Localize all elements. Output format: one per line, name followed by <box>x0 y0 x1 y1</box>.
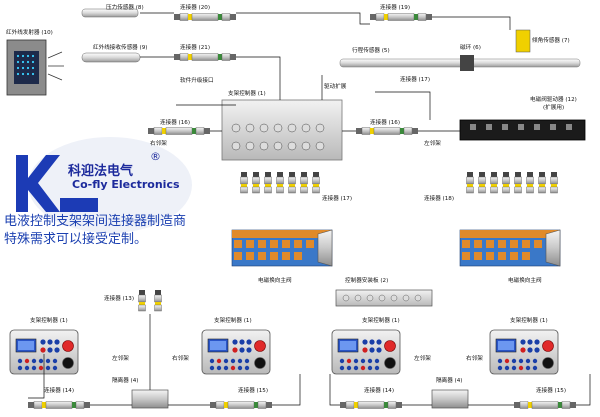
label-pressure-sensor: 压力传感器 (8) <box>106 5 144 11</box>
label-connector-16a: 连接器 (16) <box>160 120 191 126</box>
label-ir-emitter: 红外线发射器 (10) <box>6 30 53 36</box>
connector-bundle-a <box>240 171 320 194</box>
label-controller-1: 支架控制器 (1) <box>30 318 68 324</box>
brand-chinese-name: 科迎法电气 <box>68 164 134 179</box>
label-controller-2: 支架控制器 (1) <box>214 318 252 324</box>
label-valve-main-b: 电磁换向主阀 <box>508 278 542 284</box>
ir-emitter <box>6 39 64 96</box>
label-driver-ext: 驱动扩展 <box>324 84 347 90</box>
label-connector-14b: 连接器 (14) <box>364 388 395 394</box>
brand-registered-mark: ® <box>150 150 161 163</box>
label-left-support-c: 左邻架 <box>414 356 431 362</box>
label-connector-14a: 连接器 (14) <box>44 388 75 394</box>
label-connector-16b: 连接器 (16) <box>370 120 401 126</box>
label-connector-17b: 连接器 (17) <box>322 196 353 202</box>
label-isolator-b: 隔离器 (4) <box>436 378 463 384</box>
valve-driver <box>459 119 586 141</box>
label-connector-20: 连接器 (20) <box>180 5 211 11</box>
label-left-support-b: 左邻架 <box>112 356 129 362</box>
label-connector-18: 连接器 (18) <box>424 196 455 202</box>
label-connector-17a: 连接器 (17) <box>400 77 431 83</box>
pressure-sensor <box>81 8 139 18</box>
note-line-2: 特殊需求可以接受定制。 <box>4 232 148 247</box>
brand-logo <box>16 137 192 233</box>
valve-main-left <box>231 229 333 267</box>
label-valve-main-a: 电磁换向主阀 <box>258 278 292 284</box>
label-soft-upgrade: 软件升级接口 <box>180 78 214 84</box>
label-right-support-a: 右邻架 <box>150 141 167 147</box>
label-controller-4: 支架控制器 (1) <box>510 318 548 324</box>
label-angle-sensor: 倾角传感器 (7) <box>532 38 570 44</box>
label-right-support-b: 右邻架 <box>172 356 189 362</box>
label-connector-15a: 连接器 (15) <box>238 388 269 394</box>
isolator-left <box>131 389 169 409</box>
controller-mount-plate <box>335 289 433 307</box>
brand-english-name: Co-fly Electronics <box>72 178 180 191</box>
label-controller-mount: 控制器安装板 (2) <box>345 278 389 284</box>
label-connector-21: 连接器 (21) <box>180 45 211 51</box>
label-connector-19: 连接器 (19) <box>380 5 411 11</box>
label-right-support-c: 右邻架 <box>466 356 483 362</box>
label-isolator-a: 隔离器 (4) <box>112 378 139 384</box>
label-magnet-ring: 磁环 (6) <box>460 45 481 51</box>
connector-bundle-b <box>466 171 558 194</box>
label-ir-receiver: 红外线接收传感器 (9) <box>93 45 148 51</box>
label-left-support-a: 左邻架 <box>424 141 441 147</box>
note-line-1: 电液控制支架架间连接器制造商 <box>4 214 187 229</box>
stroke-sensor <box>339 55 581 71</box>
label-valve-driver: 电磁阀驱动器 (12) <box>530 97 577 103</box>
valve-main-right <box>459 229 561 267</box>
isolator-right <box>431 389 469 409</box>
connection-lines <box>28 12 591 406</box>
label-stroke-sensor: 行程传感器 (5) <box>352 48 390 54</box>
ir-receiver <box>81 52 141 63</box>
angle-sensor <box>515 29 531 53</box>
label-connector-15b: 连接器 (15) <box>536 388 567 394</box>
label-valve-driver-sub: (扩展用) <box>543 105 565 111</box>
label-support-controller: 支架控制器 (1) <box>228 91 266 97</box>
label-controller-3: 支架控制器 (1) <box>362 318 400 324</box>
main-controller <box>221 99 343 161</box>
label-connector-13: 连接器 (13) <box>104 296 135 302</box>
